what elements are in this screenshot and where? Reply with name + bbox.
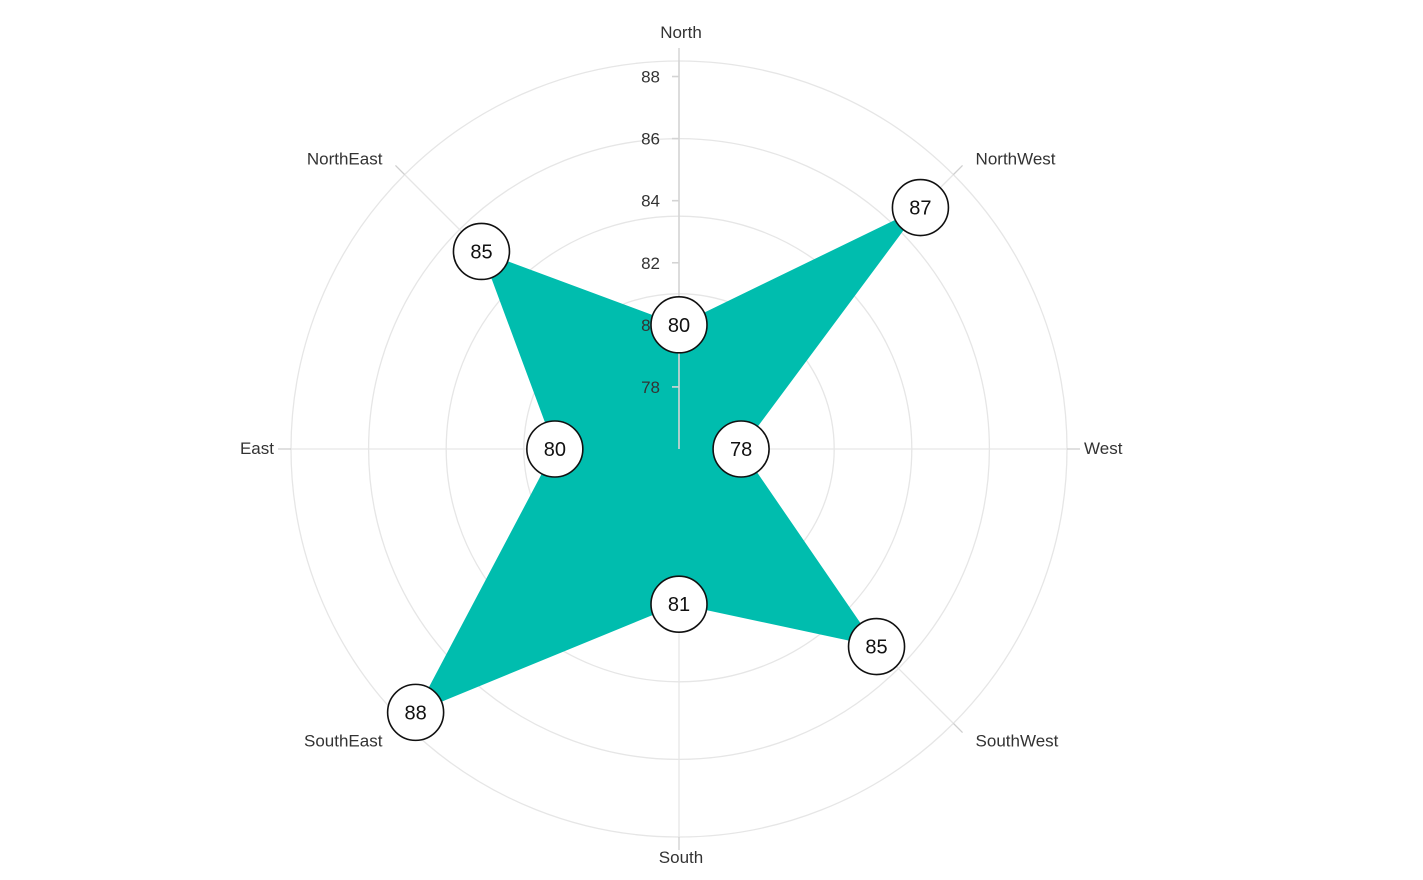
data-point-marker	[712, 420, 770, 478]
data-point: 80	[526, 420, 584, 478]
marker-layer: 80 87 78 85 81 88 80 85	[386, 178, 950, 742]
category-label: SouthEast	[304, 732, 383, 751]
category-label: NorthWest	[976, 149, 1056, 168]
data-label: 87	[909, 198, 931, 220]
data-label: 80	[668, 315, 690, 337]
data-point: 85	[847, 617, 906, 676]
data-label: 88	[404, 702, 426, 724]
data-point: 78	[712, 420, 770, 478]
tick-label: 86	[641, 130, 660, 149]
series-area	[415, 207, 921, 713]
spoke-tick	[394, 164, 406, 176]
data-point-marker	[650, 296, 708, 354]
data-point: 87	[891, 178, 950, 237]
category-label: South	[659, 848, 703, 867]
category-label: SouthWest	[976, 732, 1059, 751]
data-label: 78	[730, 439, 752, 461]
category-label: East	[240, 439, 274, 458]
spoke-tick	[952, 722, 964, 734]
tick-label: 82	[641, 254, 660, 273]
category-label: North	[660, 23, 702, 42]
data-point-marker	[526, 420, 584, 478]
data-label: 85	[470, 241, 492, 263]
data-label: 81	[668, 594, 690, 616]
data-point: 81	[650, 575, 708, 634]
data-point: 88	[386, 683, 445, 742]
data-point-marker	[847, 617, 906, 676]
category-label: NorthEast	[307, 149, 383, 168]
data-point-marker	[891, 178, 950, 237]
series-layer	[415, 207, 921, 713]
data-point-marker	[650, 575, 708, 634]
tick-label: 84	[641, 192, 660, 211]
data-point-marker	[386, 683, 445, 742]
category-label: West	[1084, 439, 1123, 458]
spoke-tick	[952, 164, 964, 176]
data-label: 80	[544, 439, 566, 461]
data-point-marker	[452, 222, 511, 281]
tick-label: 78	[641, 378, 660, 397]
data-point: 85	[452, 222, 511, 281]
tick-label: 88	[641, 68, 660, 87]
data-point: 80	[650, 296, 708, 354]
data-label: 85	[865, 637, 887, 659]
